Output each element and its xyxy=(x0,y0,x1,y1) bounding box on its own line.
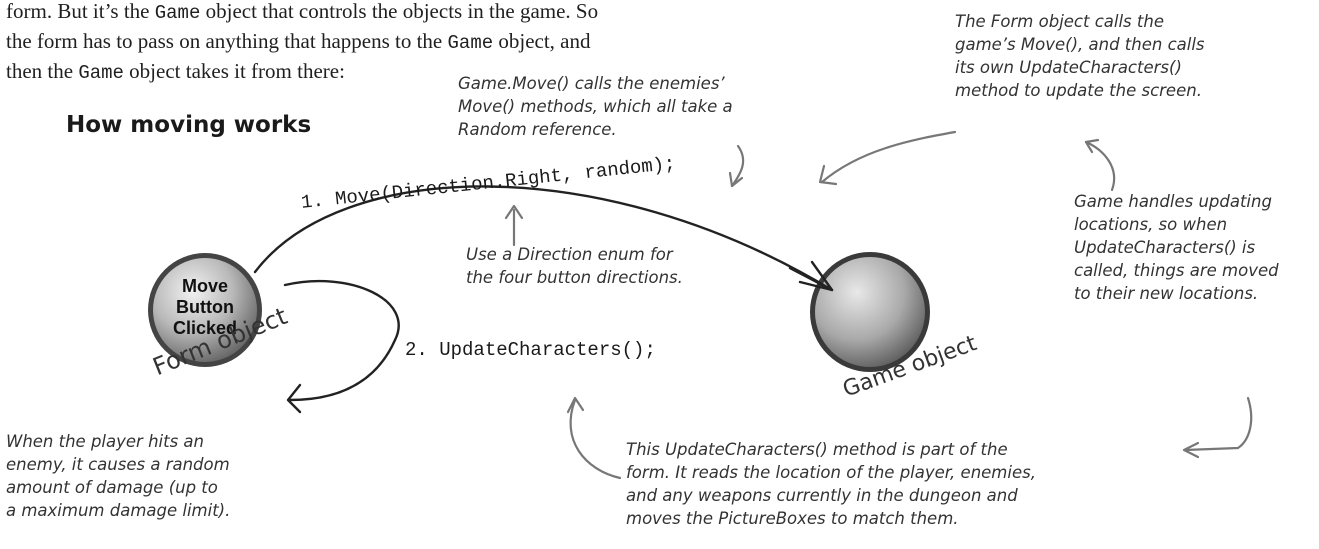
intro-line-2: the form has to pass on anything that ha… xyxy=(6,29,591,54)
note-update-method: This UpdateCharacters() method is part o… xyxy=(626,440,1036,528)
form-object-button-text: Move Button Clicked xyxy=(172,276,238,338)
move-call-arrow xyxy=(253,185,834,292)
note-direction-enum: Use a Direction enum for the four button… xyxy=(466,245,683,287)
note-game-handles: Game handles updating locations, so when… xyxy=(1074,192,1279,303)
annotation-arrows xyxy=(504,130,1253,480)
game-object-sphere xyxy=(810,252,930,372)
intro-line-1: form. But it’s the Game object that cont… xyxy=(6,0,599,24)
form-object-sphere xyxy=(148,253,262,367)
note-game-move: Game.Move() calls the enemies’ Move() me… xyxy=(458,74,733,139)
section-heading: How moving works xyxy=(66,112,312,138)
note-damage: When the player hits an enemy, it causes… xyxy=(6,432,231,520)
note-form-calls: The Form object calls the game’s Move(),… xyxy=(955,12,1205,100)
update-loop-arrow xyxy=(283,280,400,414)
intro-line-3: then the Game object takes it from there… xyxy=(6,59,345,84)
update-call-label: 2. UpdateCharacters(); xyxy=(405,339,656,361)
